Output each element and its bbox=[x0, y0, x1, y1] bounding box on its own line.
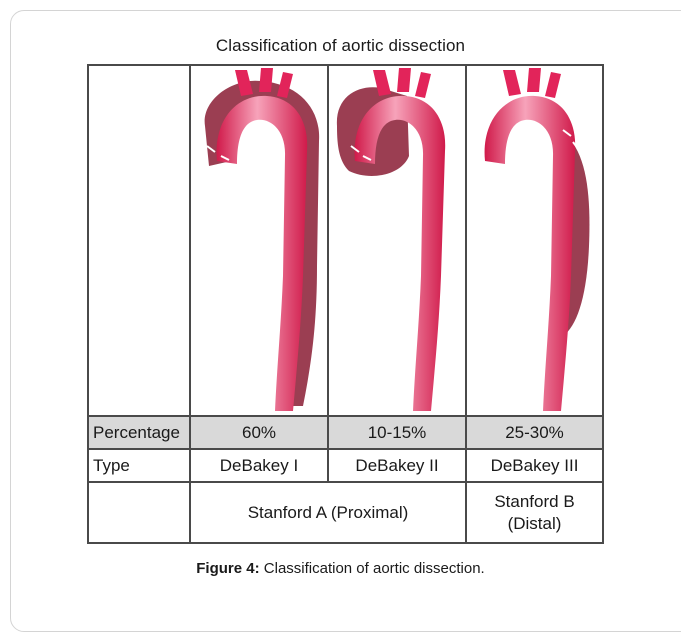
stanford-a-proximal: Stanford A (Proximal) bbox=[191, 483, 465, 542]
percentage-debakey-2: 10-15% bbox=[329, 417, 465, 448]
percentage-debakey-1: 60% bbox=[191, 417, 327, 448]
figure-caption-label: Figure 4: bbox=[196, 560, 259, 577]
figure-caption-text: Classification of aortic dissection. bbox=[260, 560, 485, 577]
table-border-right bbox=[602, 64, 604, 544]
table-border-bottom bbox=[87, 542, 604, 544]
debakey-1-aorta-illustration bbox=[191, 66, 327, 415]
type-debakey-2: DeBakey II bbox=[329, 450, 465, 481]
figure-title: Classification of aortic dissection bbox=[0, 36, 681, 56]
percentage-row-label: Percentage bbox=[89, 417, 189, 448]
debakey-3-aorta-illustration bbox=[467, 66, 602, 415]
type-debakey-3: DeBakey III bbox=[467, 450, 602, 481]
stanford-b-line1: Stanford B bbox=[494, 491, 574, 513]
type-row-label: Type bbox=[89, 450, 189, 481]
type-debakey-1: DeBakey I bbox=[191, 450, 327, 481]
percentage-debakey-3: 25-30% bbox=[467, 417, 602, 448]
figure-caption: Figure 4: Classification of aortic disse… bbox=[0, 560, 681, 577]
stanford-b-distal: Stanford B (Distal) bbox=[467, 483, 602, 542]
stanford-b-line2: (Distal) bbox=[508, 513, 562, 535]
debakey-2-aorta-illustration bbox=[329, 66, 465, 415]
